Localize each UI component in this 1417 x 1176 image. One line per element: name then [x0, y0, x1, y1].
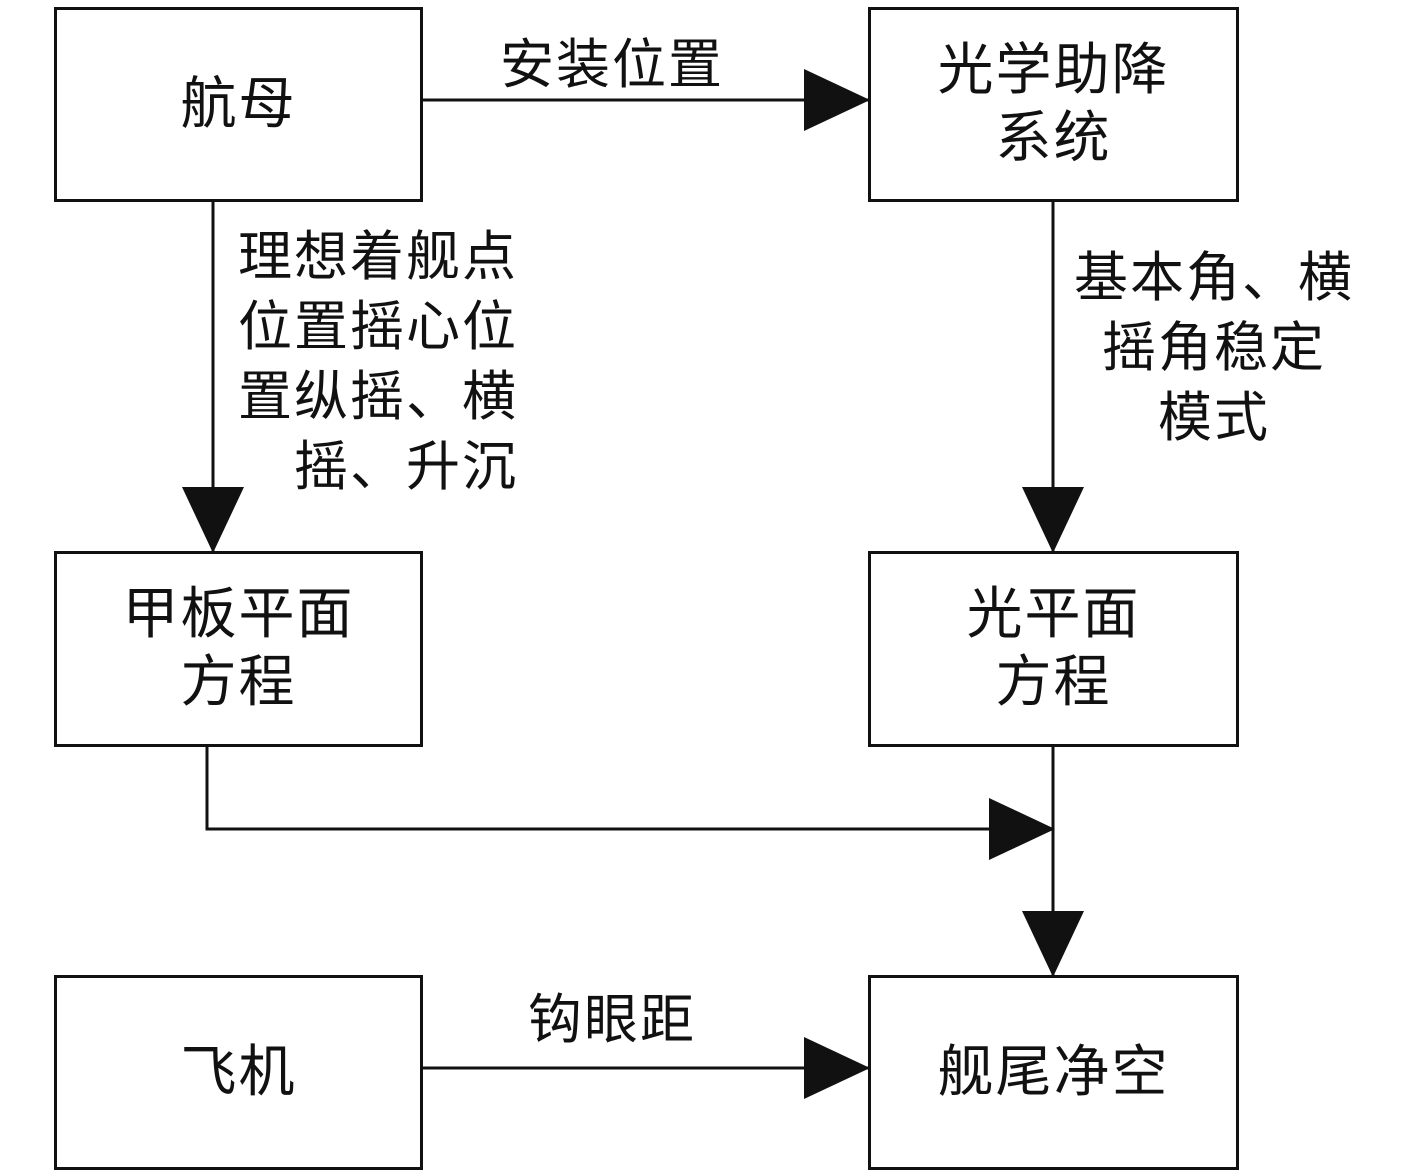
light-equation-label-line-1: 光平面: [966, 582, 1141, 647]
optical-system-label-line-1: 光学助降: [937, 37, 1170, 103]
carrier-to-deck-label: 理想着舰点 位置摇心位 置纵摇、横 摇、升沉: [238, 222, 518, 502]
carrier-box: 航母: [54, 7, 423, 202]
aircraft-box: 飞机: [54, 975, 423, 1170]
carrier-to-deck-label-line-1: 理想着舰点: [238, 225, 518, 288]
optical-to-light-label-line-3: 模式: [1158, 386, 1270, 449]
arrow-deck-to-junction: [205, 746, 1055, 860]
optical-landing-system-box: 光学助降 系统: [868, 7, 1239, 202]
deck-equation-label-line-2: 方程: [180, 650, 297, 715]
optical-system-label-line-2: 系统: [995, 105, 1112, 171]
light-equation-label-line-2: 方程: [995, 650, 1112, 715]
aircraft-label: 飞机: [180, 1039, 297, 1105]
stern-clearance-box: 舰尾净空: [868, 975, 1239, 1170]
carrier-to-deck-label-line-4: 摇、升沉: [294, 435, 518, 498]
carrier-to-deck-label-line-3: 置纵摇、横: [238, 365, 518, 428]
deck-plane-equation-box: 甲板平面 方程: [54, 551, 423, 747]
light-plane-equation-box: 光平面 方程: [868, 551, 1239, 747]
carrier-label: 航母: [180, 71, 297, 137]
deck-equation-label-line-1: 甲板平面: [122, 582, 355, 647]
hook-eye-distance-label: 钩眼距: [528, 988, 696, 1051]
optical-to-light-label-line-2: 摇角稳定: [1102, 316, 1326, 379]
carrier-to-deck-label-line-2: 位置摇心位: [238, 295, 518, 358]
optical-to-light-label: 基本角、横 摇角稳定 模式: [1074, 243, 1354, 453]
optical-to-light-label-line-1: 基本角、横: [1074, 246, 1354, 309]
install-position-label: 安装位置: [500, 33, 724, 96]
stern-clearance-label: 舰尾净空: [937, 1039, 1170, 1105]
